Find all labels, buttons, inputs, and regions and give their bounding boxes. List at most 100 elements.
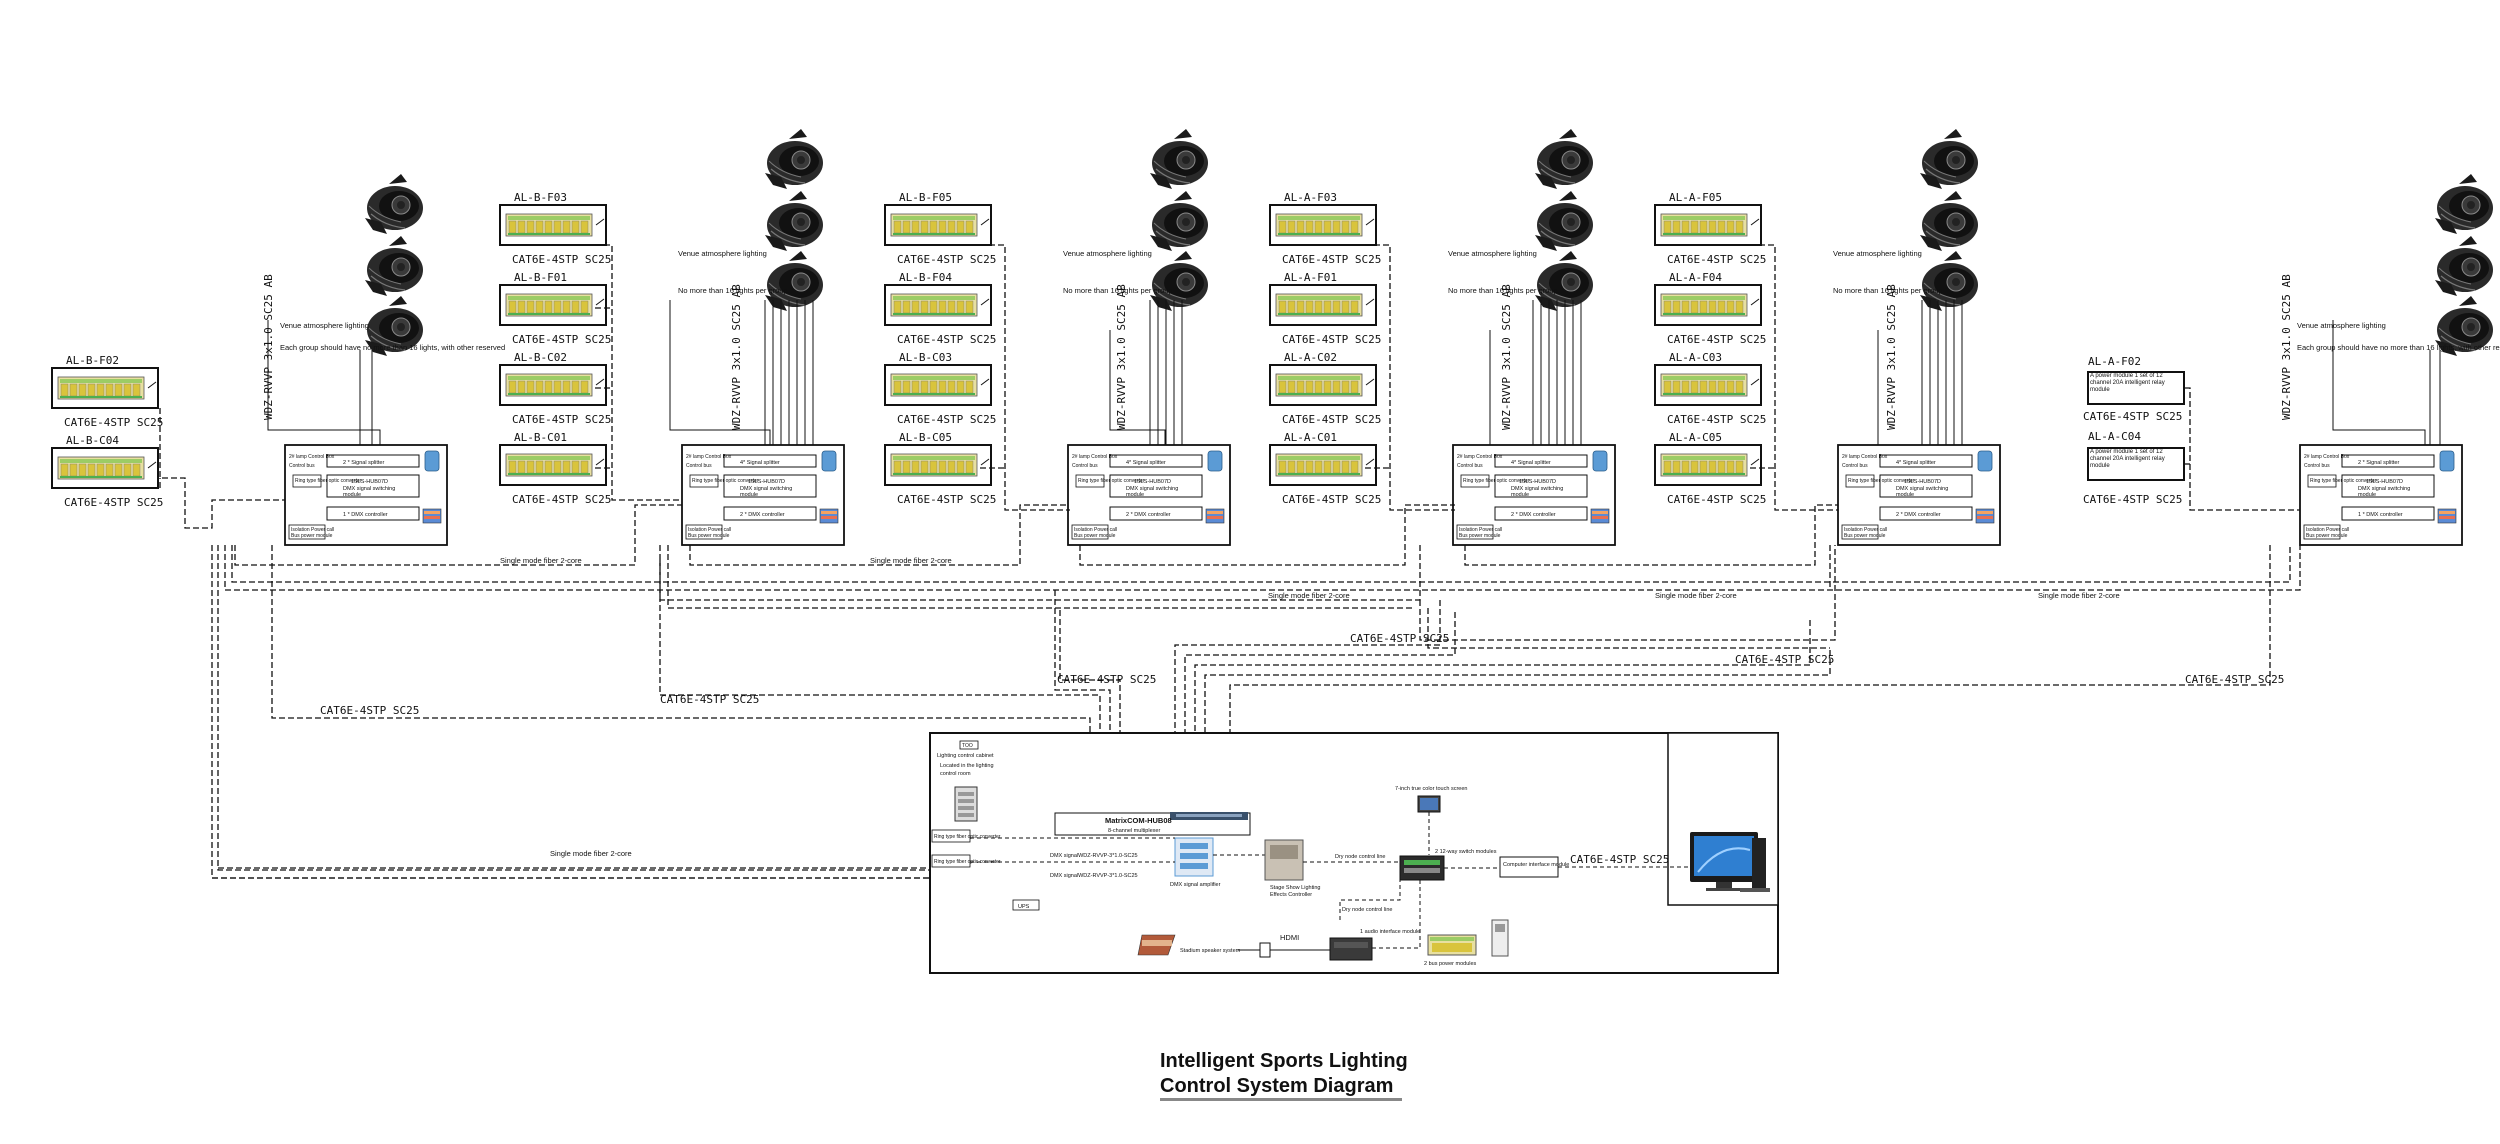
power-module-2-id: AL-A-C04 <box>2088 430 2141 443</box>
lamp-cluster-4 <box>1534 128 1594 312</box>
box-hub-label-1: 1SLS-HUB07D <box>1134 479 1171 485</box>
speaker-icon <box>1137 934 1176 956</box>
cat-label-5: CAT6E-4STP SC25 <box>660 693 759 706</box>
touch-screen-label: 7-inch true color touch screen <box>1395 786 1467 792</box>
group5-label2: No more than 16 lights per group <box>1833 286 1943 295</box>
box-hub-label-2: DMX signal switching <box>343 486 395 492</box>
power-module-1-text: A power module 1 set of 12 channel 20A i… <box>2090 373 2165 393</box>
switch-modules <box>1399 855 1445 881</box>
box-fiber-note: Ring type fiber optic converter <box>1848 478 1915 484</box>
panel-id: AL-A-C02 <box>1284 351 1337 364</box>
box-fiber-note: Ring type fiber optic converter <box>692 478 759 484</box>
diagram-title: Intelligent Sports Lighting Control Syst… <box>1160 1050 1408 1101</box>
dry-node-label-1: Dry node control line <box>1335 854 1385 860</box>
wiring <box>159 244 2301 879</box>
box-hub-label-3: module <box>2358 492 2376 498</box>
fiber-converter-label-1: Ring type fiber optic converter <box>934 834 1001 840</box>
box-top-note-2: Control bus <box>1072 463 1098 469</box>
box-dmx-label: 1 * DMX controller <box>343 512 388 518</box>
box-fiber-note: Ring type fiber optic converter <box>295 478 362 484</box>
box-fiber-note: Ring type fiber optic converter <box>2310 478 2377 484</box>
group3-label2: No more than 16 lights per group <box>1063 286 1173 295</box>
box-bottom-note-1: Isolation Power call <box>1074 527 1117 533</box>
group1-cable: WDZ-RVVP 3x1.0 SC25 AB <box>262 274 275 420</box>
box-bottom-note-1: Isolation Power call <box>291 527 334 533</box>
fiber-label-3: Single mode fiber 2-core <box>1268 591 1350 600</box>
group6-label1: Venue atmosphere lighting <box>2297 321 2386 330</box>
box-hub-label-1: 1SLS-HUB07D <box>1904 479 1941 485</box>
panel-id: AL-B-F04 <box>899 271 952 284</box>
panel-cable: CAT6E-4STP SC25 <box>1667 413 1766 426</box>
panel-cable: CAT6E-4STP SC25 <box>64 416 163 429</box>
link-labels: Single mode fiber 2-core Single mode fib… <box>320 556 2284 858</box>
panel-id: AL-B-C05 <box>899 431 952 444</box>
cabinet-label-3: control room <box>940 771 971 777</box>
cabinet-label-1: Lighting control cabinet <box>937 753 994 759</box>
panel-cable: CAT6E-4STP SC25 <box>64 496 163 509</box>
box-top-note: 2# lamp Control Box <box>1072 454 1118 460</box>
audio-label: 1 audio interface module <box>1360 929 1420 935</box>
power-module-2-text: A power module 1 set of 12 channel 20A i… <box>2090 449 2165 469</box>
box-hub-label-1: 1SLS-HUB07D <box>2366 479 2403 485</box>
power-module-1: AL-A-F02 A power module 1 set of 12 chan… <box>2083 355 2185 423</box>
box-top-note-2: Control bus <box>1842 463 1868 469</box>
panel-board-icon <box>1269 444 1377 486</box>
cat-label-3: CAT6E-4STP SC25 <box>2185 673 2284 686</box>
touch-screen <box>1417 795 1441 813</box>
box-top-note-2: Control bus <box>289 463 315 469</box>
box-top-note-2: Control bus <box>2304 463 2330 469</box>
box-bottom-note-1: Isolation Power call <box>2306 527 2349 533</box>
panel-id: AL-B-F02 <box>66 354 119 367</box>
panel-board-icon <box>51 367 159 409</box>
panel-cable: CAT6E-4STP SC25 <box>512 333 611 346</box>
lamp-cluster-2 <box>764 128 824 312</box>
box-hub-label-2: DMX signal switching <box>1896 486 1948 492</box>
box-dmx-label: 1 * DMX controller <box>2358 512 2403 518</box>
box-dmx-label: 2 * DMX controller <box>1511 512 1556 518</box>
box-dmx-label: 2 * DMX controller <box>740 512 785 518</box>
panel-id: AL-B-F05 <box>899 191 952 204</box>
panel-board-icon <box>499 204 607 246</box>
panel-cable: CAT6E-4STP SC25 <box>1282 413 1381 426</box>
box-fiber-note: Ring type fiber optic converter <box>1463 478 1530 484</box>
panel-id: AL-B-C01 <box>514 431 567 444</box>
panel-cable: CAT6E-4STP SC25 <box>897 253 996 266</box>
panel-board-icon <box>884 204 992 246</box>
group3-cable: WDZ-RVVP 3x1.0 SC25 AB <box>1115 284 1128 430</box>
box-bottom-note-2: Bus power module <box>1074 533 1116 539</box>
cat-label-2: CAT6E-4STP SC25 <box>1735 653 1834 666</box>
box-hub-label-1: 1SLS-HUB07D <box>1519 479 1556 485</box>
box-hub-label-2: DMX signal switching <box>1126 486 1178 492</box>
box-hub-label-2: DMX signal switching <box>1511 486 1563 492</box>
panel-id: AL-A-F01 <box>1284 271 1337 284</box>
box-top-note: 2# lamp Control Box <box>289 454 335 460</box>
fiber-label-1: Single mode fiber 2-core <box>500 556 582 565</box>
matrix-label-2: 8-channel multiplexer <box>1108 828 1160 834</box>
panel-board-icon <box>884 444 992 486</box>
panel-id: AL-A-C01 <box>1284 431 1337 444</box>
bus-power-label: 2 bus power modules <box>1424 961 1477 967</box>
lamp-group-labels: Venue atmosphere lighting Each group sho… <box>262 249 2500 430</box>
panel-id: AL-B-C03 <box>899 351 952 364</box>
box-bottom-note-2: Bus power module <box>688 533 730 539</box>
box-dmx-label: 2 * DMX controller <box>1126 512 1171 518</box>
box-splitter-label: 4* Signal splitter <box>1511 460 1551 466</box>
panel-board-icon <box>884 284 992 326</box>
panel-board-icon <box>1269 204 1377 246</box>
switch-label: 2 12-way switch modules <box>1435 849 1497 855</box>
power-module-1-id: AL-A-F02 <box>2088 355 2141 368</box>
stage-label-2: Effects Controller <box>1270 892 1312 898</box>
lamp-cluster-6 <box>2434 173 2494 357</box>
title-line-2: Control System Diagram <box>1160 1075 1393 1097</box>
group1-label1: Venue atmosphere lighting <box>280 321 369 330</box>
stage-controller <box>1264 839 1304 881</box>
